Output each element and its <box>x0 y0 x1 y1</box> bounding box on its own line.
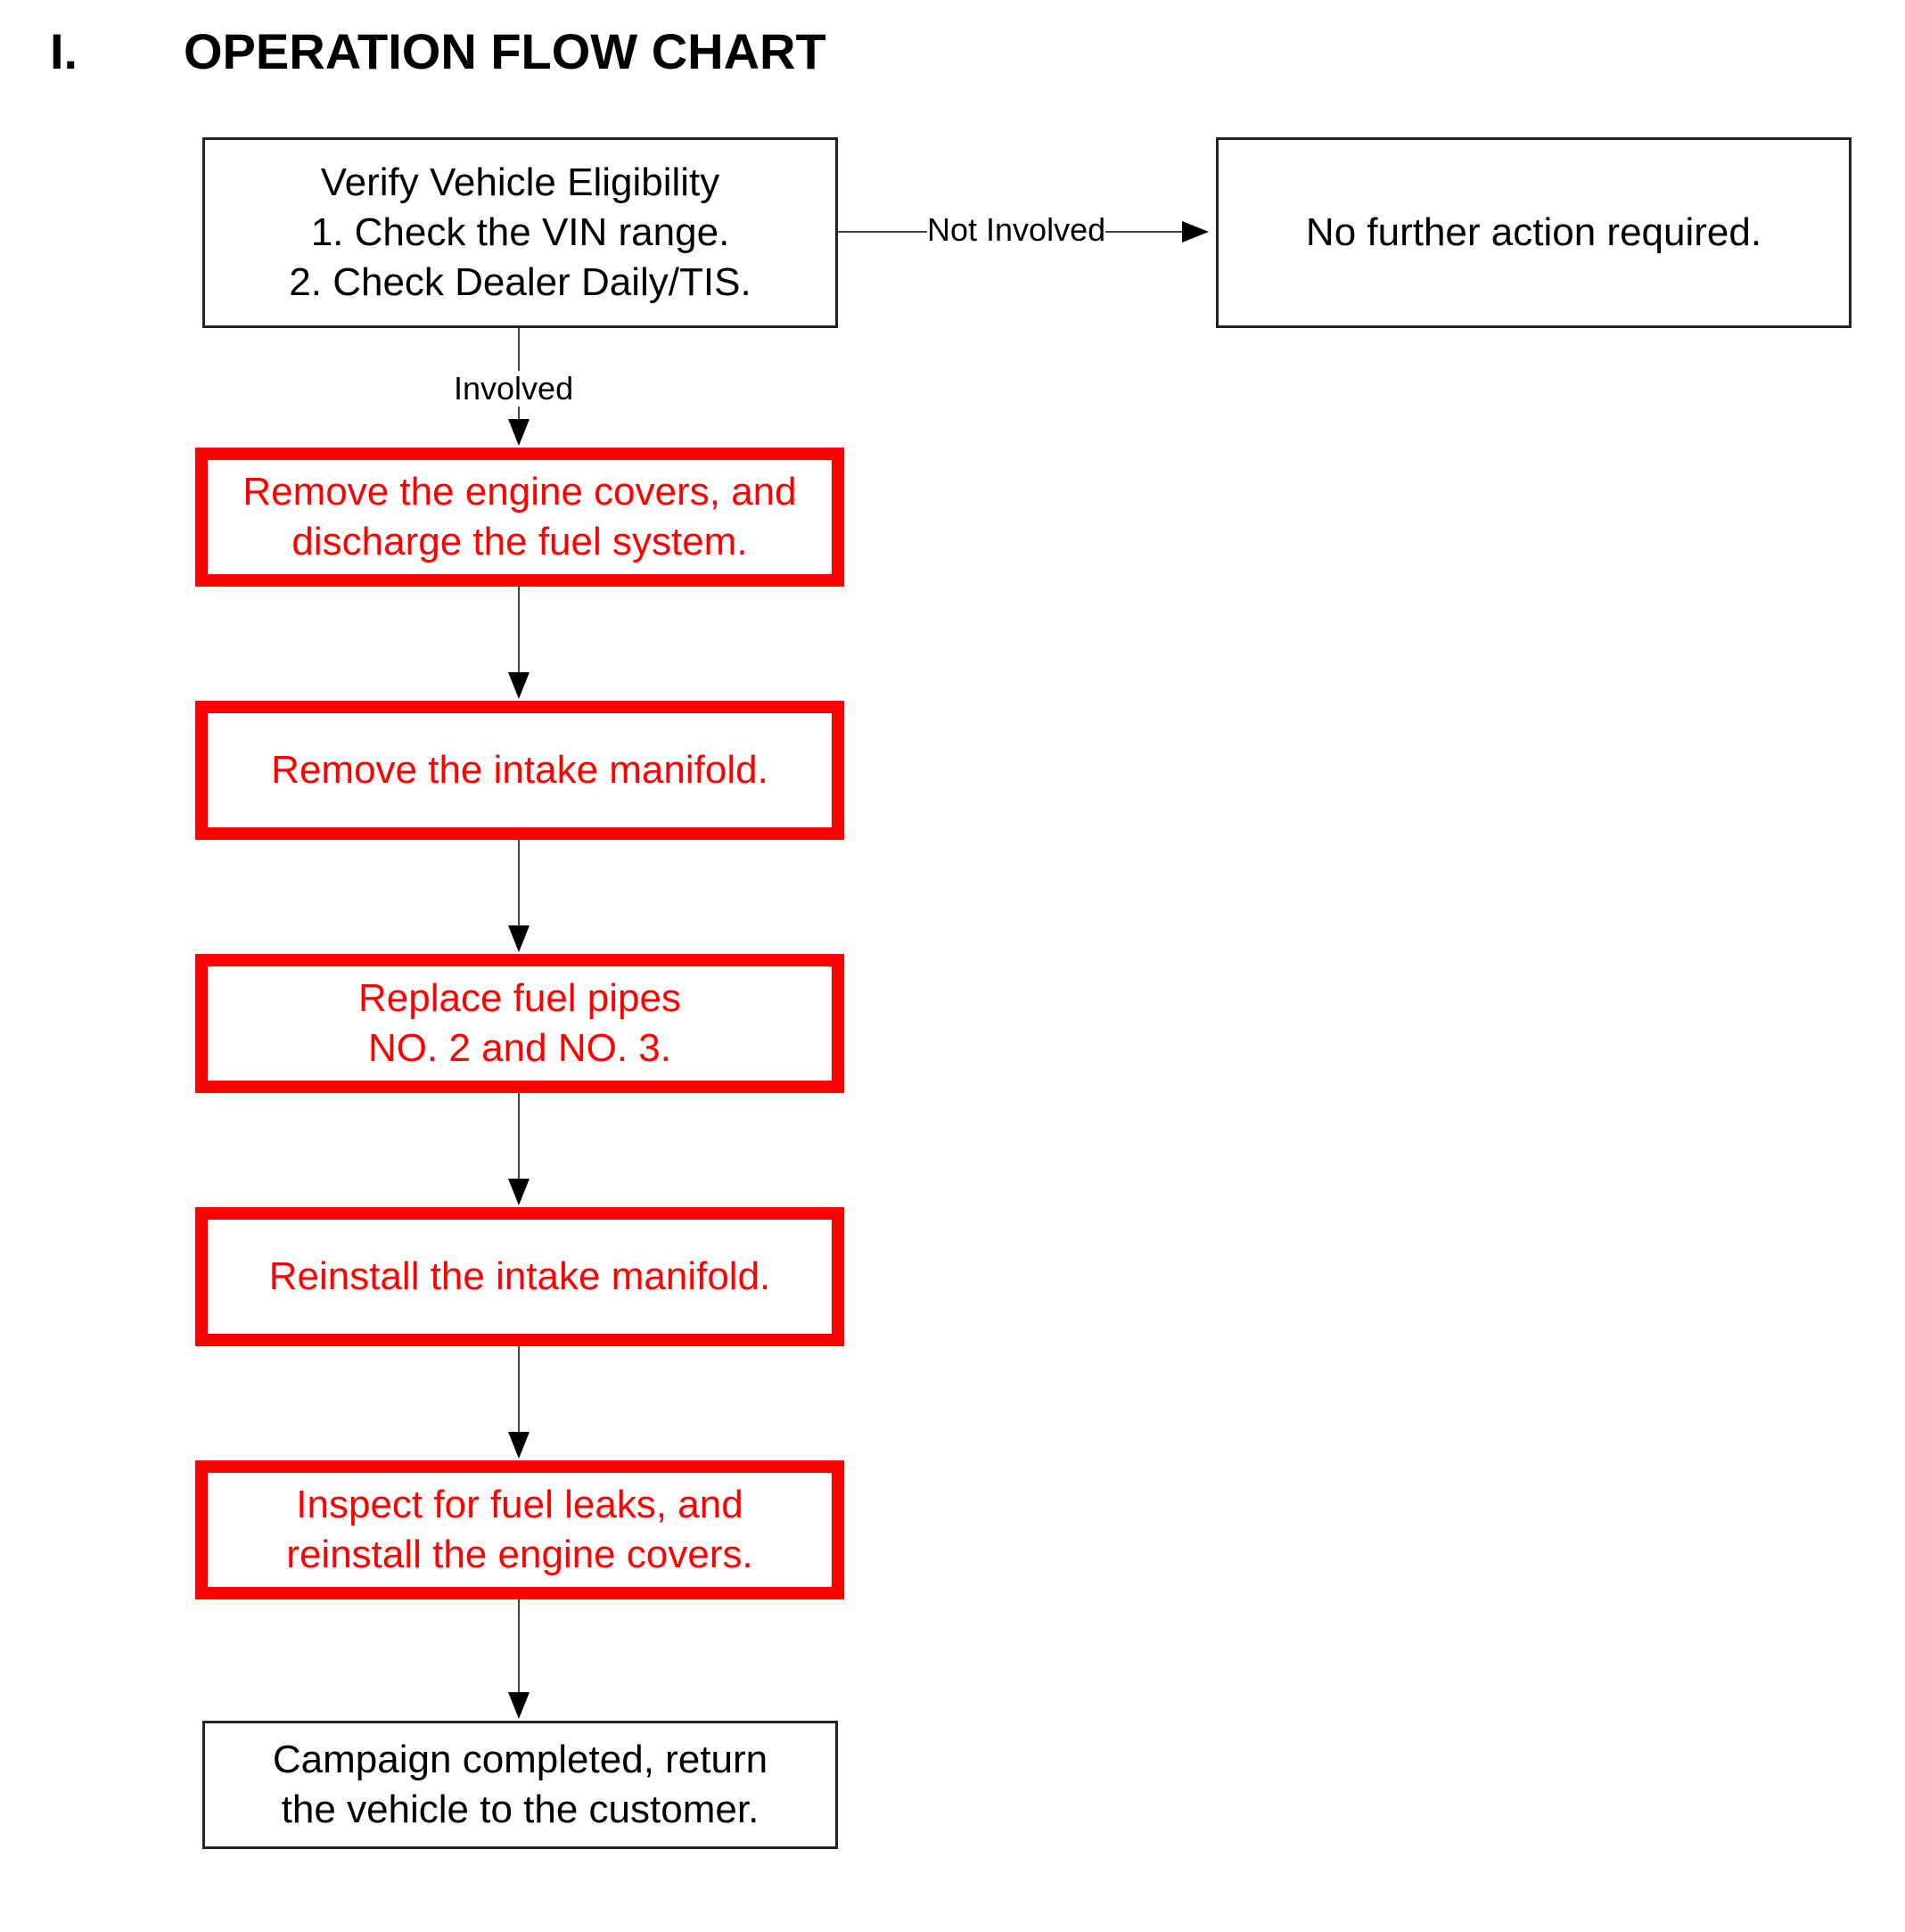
arrowhead-step3 <box>508 925 530 952</box>
step-reinstall-intake-manifold-box: Reinstall the intake manifold. <box>195 1207 844 1346</box>
no-action-box: No further action required. <box>1216 137 1852 328</box>
step3-line-2: NO. 2 and NO. 3. <box>368 1026 671 1070</box>
step-remove-engine-covers-box: Remove the engine covers, and discharge … <box>195 448 844 587</box>
step-inspect-fuel-leaks-box: Inspect for fuel leaks, and reinstall th… <box>195 1460 844 1599</box>
arrowhead-involved <box>508 419 530 446</box>
arrowhead-step4 <box>508 1179 530 1205</box>
edge-label-involved: Involved <box>454 370 574 407</box>
complete-line-1: Campaign completed, return <box>272 1738 768 1781</box>
arrowhead-not-involved <box>1182 221 1209 243</box>
page-title: OPERATION FLOW CHART <box>184 23 826 79</box>
step4-line-1: Reinstall the intake manifold. <box>268 1254 771 1298</box>
arrowhead-complete <box>508 1692 530 1719</box>
step-remove-intake-manifold-box: Remove the intake manifold. <box>195 701 844 840</box>
arrowhead-step5 <box>508 1432 530 1459</box>
section-number: I. <box>50 23 78 79</box>
step-replace-fuel-pipes-box: Replace fuel pipes NO. 2 and NO. 3. <box>195 954 844 1093</box>
verify-eligibility-box: Verify Vehicle Eligibility 1. Check the … <box>202 137 838 328</box>
verify-line-3: 2. Check Dealer Daily/TIS. <box>289 260 751 304</box>
edge-label-not-involved: Not Involved <box>927 211 1106 248</box>
step5-line-1: Inspect for fuel leaks, and <box>296 1483 743 1526</box>
step2-line-1: Remove the intake manifold. <box>271 748 768 792</box>
step1-line-2: discharge the fuel system. <box>291 520 748 563</box>
no-action-line-1: No further action required. <box>1305 210 1762 254</box>
step3-line-1: Replace fuel pipes <box>357 976 681 1020</box>
verify-line-2: 1. Check the VIN range. <box>310 210 730 254</box>
step5-line-2: reinstall the engine covers. <box>286 1533 753 1576</box>
campaign-completed-box: Campaign completed, return the vehicle t… <box>202 1721 838 1849</box>
step1-line-1: Remove the engine covers, and <box>242 470 797 514</box>
arrowhead-step2 <box>508 672 530 699</box>
verify-line-1: Verify Vehicle Eligibility <box>320 160 720 204</box>
complete-line-2: the vehicle to the customer. <box>281 1788 760 1831</box>
